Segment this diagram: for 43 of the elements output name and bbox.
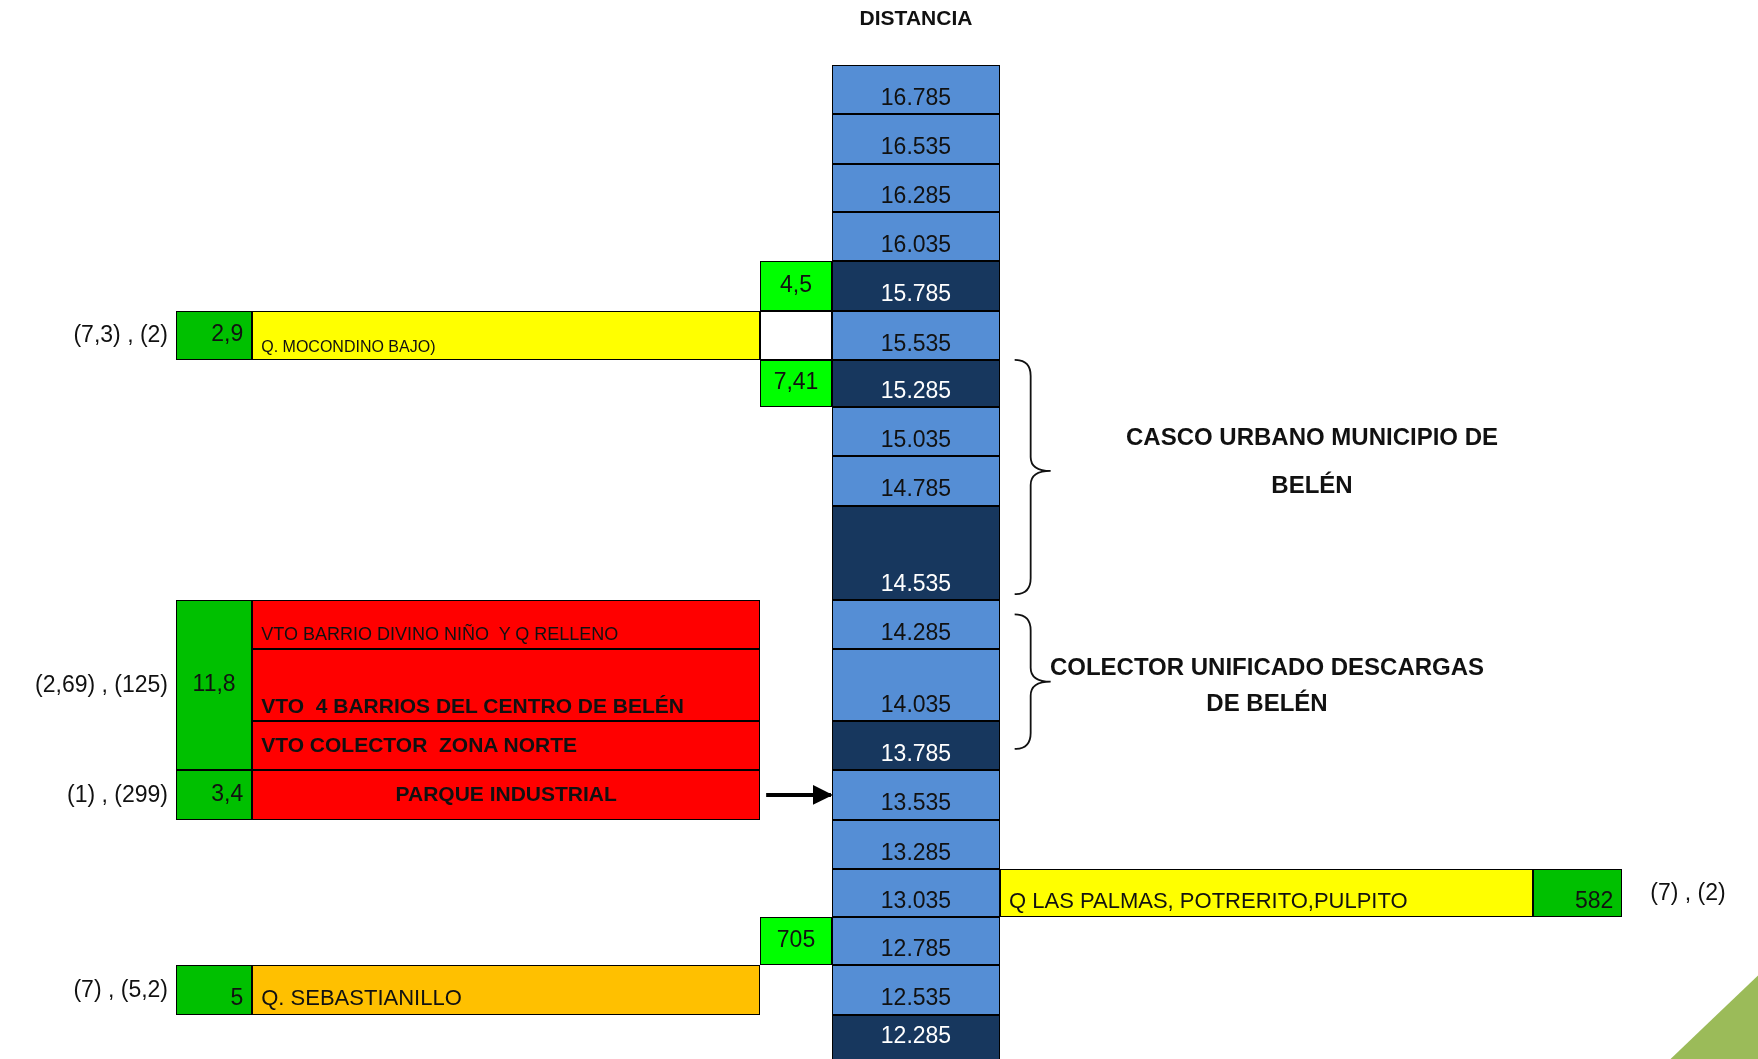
flow-note: (2,69) , (125) <box>35 672 169 698</box>
distance-cell: 16.285 <box>831 163 1001 212</box>
distance-cell: 14.535 <box>831 505 1001 600</box>
distance-cell: 14.035 <box>831 649 1001 721</box>
flow-note: (7) , (2) <box>1650 880 1726 906</box>
stream-bar: VTO 4 BARRIOS DEL CENTRO DE BELÉN <box>252 649 761 721</box>
stream-bar: Q. MOCONDINO BAJO) <box>252 310 761 360</box>
distance-cell: 13.535 <box>831 770 1001 820</box>
distance-cell: 15.785 <box>831 261 1001 311</box>
distance-cell: 16.535 <box>831 114 1001 164</box>
stream-bar: VTO COLECTOR ZONA NORTE <box>252 720 761 771</box>
value-cell: 582 <box>1532 868 1623 918</box>
distance-cell: 16.035 <box>831 211 1001 262</box>
distance-cell: 12.785 <box>831 917 1001 966</box>
value-cell: 11,8 <box>176 599 253 771</box>
distance-cell: 12.535 <box>831 965 1001 1015</box>
distance-cell: 14.285 <box>831 599 1001 650</box>
value-cell: 705 <box>760 917 832 966</box>
value-cell: 7,41 <box>760 359 832 407</box>
section-label: CASCO URBANO MUNICIPIO DE BELÉN <box>1125 422 1499 500</box>
distance-cell: 16.785 <box>831 65 1001 115</box>
flow-note: (7) , (5,2) <box>73 977 169 1003</box>
section-label: COLECTOR UNIFICADO DESCARGAS DE BELÉN <box>1048 652 1486 718</box>
stream-bar: VTO BARRIO DIVINO NIÑO Y Q RELLENO <box>252 599 761 650</box>
distance-cell: 13.035 <box>831 868 1001 918</box>
distance-cell: 12.285 <box>831 1014 1001 1059</box>
flow-note: (7,3) , (2) <box>73 322 169 348</box>
value-cell: 4,5 <box>760 261 832 311</box>
distance-cell: 15.285 <box>831 359 1001 407</box>
distance-cell: 15.035 <box>831 407 1001 457</box>
value-cell: 3,4 <box>176 770 253 820</box>
value-cell: 5 <box>176 965 253 1015</box>
stream-bar: PARQUE INDUSTRIAL <box>252 770 761 820</box>
value-cell: 2,9 <box>176 310 253 360</box>
arrow <box>766 784 833 805</box>
column-heading: DISTANCIA <box>859 6 973 30</box>
distance-cell: 13.785 <box>831 720 1001 771</box>
distance-cell: 13.285 <box>831 819 1001 869</box>
distance-cell: 14.785 <box>831 456 1001 506</box>
distance-cell: 15.535 <box>831 310 1001 360</box>
stream-bar: Q LAS PALMAS, POTRERITO,PULPITO <box>1000 868 1533 918</box>
flow-note: (1) , (299) <box>67 782 169 808</box>
stream-bar: Q. SEBASTIANILLO <box>252 965 761 1015</box>
